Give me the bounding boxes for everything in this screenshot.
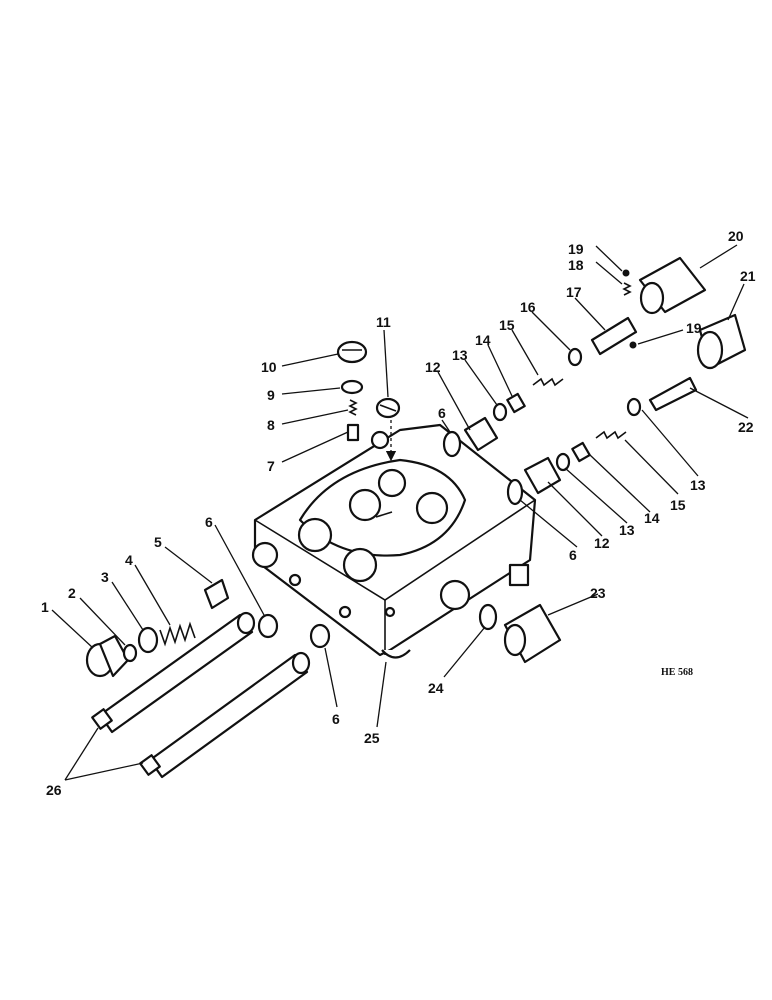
callout-15-upper: 15: [499, 317, 515, 333]
drawing-ref: HE 568: [661, 667, 693, 678]
callout-1: 1: [41, 599, 49, 615]
o-ring-6-mid: [506, 478, 524, 506]
callout-20: 20: [728, 228, 744, 244]
washer-13-lower: [555, 452, 571, 472]
seat-12-upper: [463, 416, 499, 452]
callout-25: 25: [364, 730, 380, 746]
valve-22: [648, 376, 698, 412]
spring-18: [622, 282, 632, 296]
o-ring-3: [137, 626, 159, 654]
spring-8: [348, 399, 358, 416]
spool-26-lower: [139, 651, 311, 779]
callout-5: 5: [154, 534, 162, 550]
callout-14-lower: 14: [644, 510, 660, 526]
callout-17: 17: [566, 284, 582, 300]
spring-15-upper: [532, 377, 564, 387]
callout-13-lower: 13: [619, 522, 635, 538]
callout-24: 24: [428, 680, 444, 696]
callout-7: 7: [267, 458, 275, 474]
ball-19-top: [622, 269, 630, 277]
poppet-14-upper: [506, 392, 526, 414]
o-ring-6-lower: [309, 623, 331, 649]
washer-16: [567, 347, 583, 367]
valve-17: [590, 316, 638, 356]
callout-19-right: 19: [686, 320, 702, 336]
spring-15-lower: [595, 430, 627, 440]
callout-6-right: 6: [569, 547, 577, 563]
callout-13-right: 13: [690, 477, 706, 493]
callout-labels: 1 2 3 4 5 6 6 6 6 7 8 9 10 11 12 12 13 1…: [41, 228, 756, 798]
spool-5: [203, 578, 230, 610]
callout-22: 22: [738, 419, 754, 435]
plug-11: [375, 397, 401, 462]
callout-19-top: 19: [568, 241, 584, 257]
plunger-7: [346, 423, 360, 442]
callout-8: 8: [267, 417, 275, 433]
cap-21: [696, 313, 747, 370]
callout-3: 3: [101, 569, 109, 585]
callout-4: 4: [125, 552, 133, 568]
callout-6-left: 6: [205, 514, 213, 530]
callout-9: 9: [267, 387, 275, 403]
leader-lines: [51, 244, 749, 781]
callout-21: 21: [740, 268, 756, 284]
washer-9: [340, 379, 364, 395]
cap-20: [638, 256, 707, 315]
valve-body: [251, 423, 537, 659]
callout-12-lower: 12: [594, 535, 610, 551]
callout-16: 16: [520, 299, 536, 315]
callout-2: 2: [68, 585, 76, 601]
o-ring-24: [478, 603, 498, 631]
callout-18: 18: [568, 257, 584, 273]
callout-10: 10: [261, 359, 277, 375]
callout-11: 11: [376, 314, 391, 330]
callout-23: 23: [590, 585, 606, 601]
seat-12-lower: [523, 456, 562, 495]
washer-13-right: [626, 397, 642, 417]
plug-10: [336, 340, 368, 364]
callout-12-upper: 12: [425, 359, 441, 375]
callout-6-upper: 6: [438, 405, 446, 421]
callout-14-upper: 14: [475, 332, 491, 348]
plug-23: [503, 603, 562, 664]
washer-2: [122, 643, 138, 663]
callout-13-upper: 13: [452, 347, 468, 363]
o-ring-6-left: [257, 613, 279, 639]
poppet-14-lower: [571, 441, 591, 463]
spool-26-upper: [91, 611, 256, 734]
plug-1: [85, 634, 130, 678]
o-ring-6-upper: [442, 430, 462, 458]
callout-15-lower: 15: [670, 497, 686, 513]
washer-13-upper: [492, 402, 508, 422]
spring-4: [159, 621, 196, 647]
callout-6-bottom: 6: [332, 711, 340, 727]
callout-26: 26: [46, 782, 62, 798]
ball-19-lower: [629, 341, 637, 349]
